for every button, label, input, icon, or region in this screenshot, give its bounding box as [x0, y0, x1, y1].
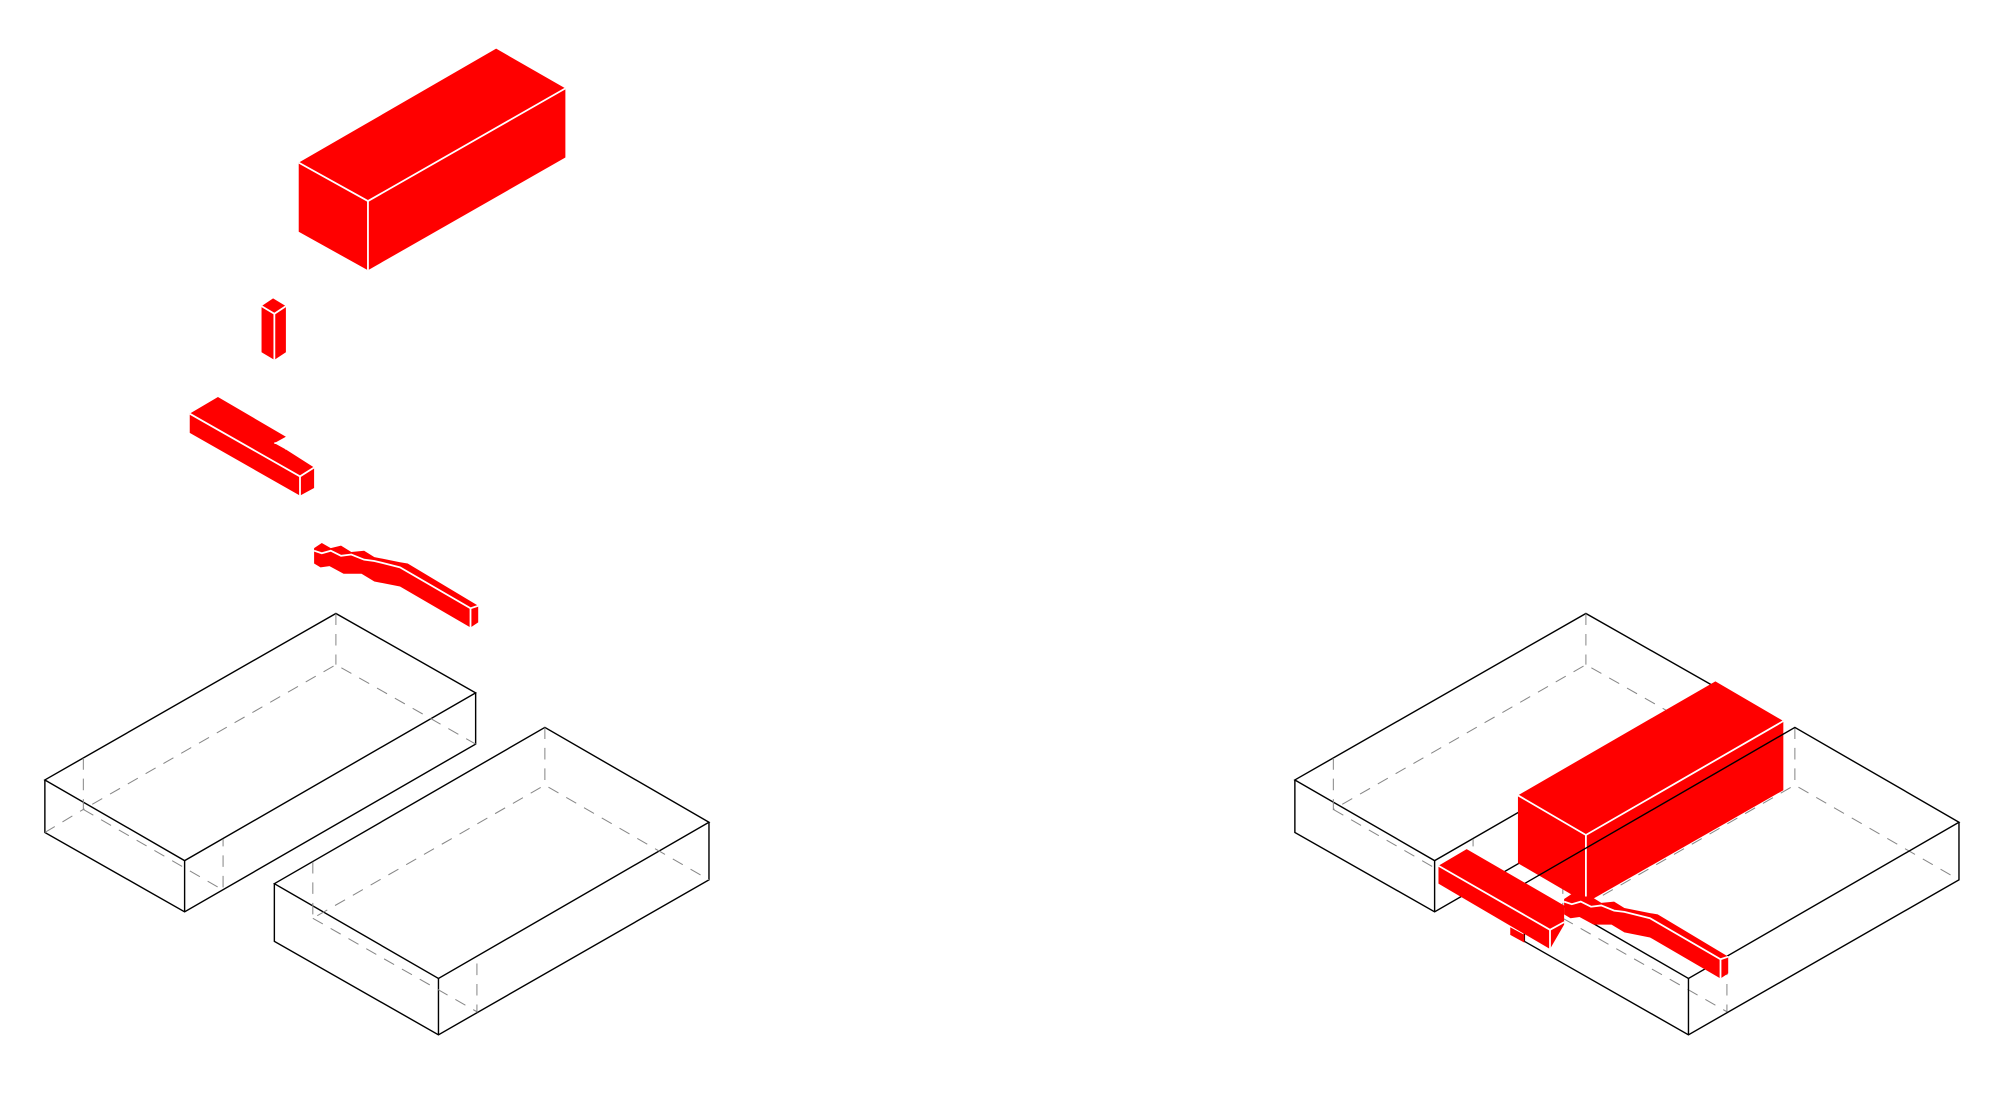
red-stepped-strip-assembled [1563, 893, 1729, 979]
red-volume-block-assembled [1517, 681, 1784, 903]
base-slab-b [272, 726, 711, 1036]
exploded-group [43, 48, 711, 1036]
base-slab-b-assembled [1562, 727, 1960, 1013]
red-l-bar-assembled [1438, 849, 1565, 949]
red-column [261, 298, 287, 360]
red-stepped-strip [313, 543, 479, 628]
base-slab-a [43, 612, 478, 913]
red-volume-block [298, 48, 566, 271]
red-l-bar [189, 397, 315, 496]
assembled-group [1293, 612, 1961, 1036]
